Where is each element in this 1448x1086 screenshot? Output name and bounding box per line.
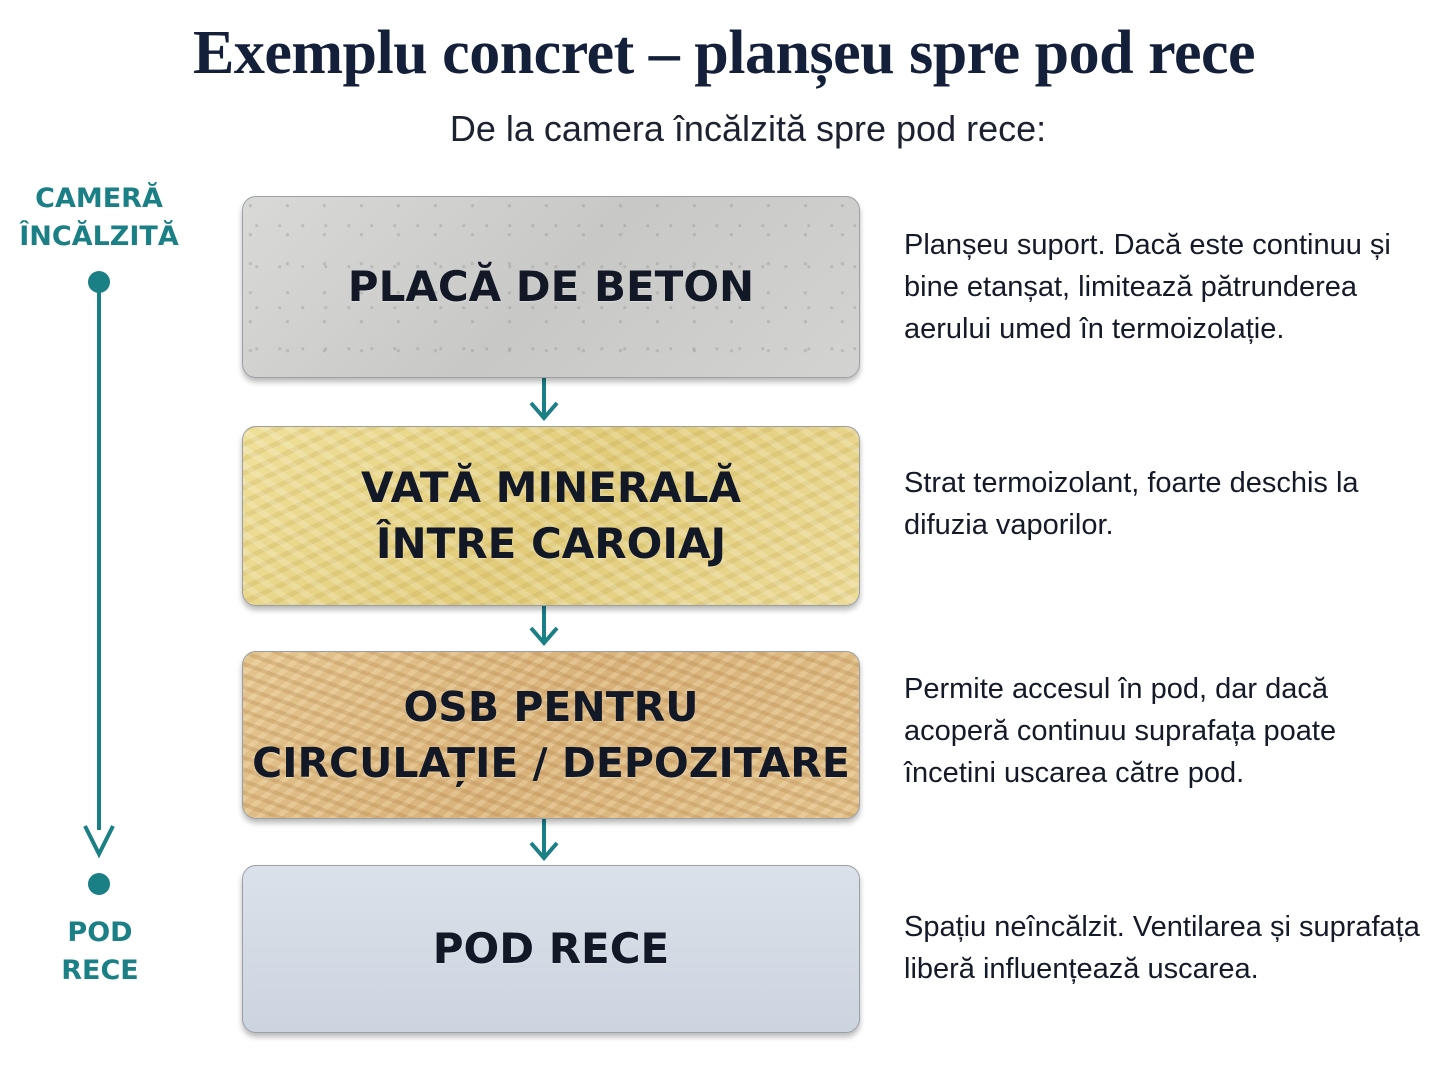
layer-osb-name: OSB PENTRU CIRCULAȚIE / DEPOZITARE bbox=[252, 683, 850, 787]
layer-concrete-slab-name: PLACĂ DE BETON bbox=[347, 262, 755, 311]
layer-mineral-wool: VATĂ MINERALĂ ÎNTRE CAROIAJ bbox=[242, 426, 860, 606]
heated-room-label-line-2: ÎNCĂLZITĂ bbox=[19, 221, 179, 252]
layer-concrete-slab: PLACĂ DE BETON bbox=[242, 196, 860, 378]
cold-attic-label-line-2: RECE bbox=[61, 955, 139, 986]
axis-end-dot bbox=[88, 873, 110, 895]
axis-arrowhead bbox=[83, 825, 115, 859]
page-subtitle: De la camera încălzită spre pod rece: bbox=[449, 108, 1047, 149]
heated-room-label-line-1: CAMERĂ bbox=[35, 183, 163, 214]
connector-arrow-3 bbox=[529, 819, 559, 862]
connector-arrow-2 bbox=[529, 606, 559, 647]
layer-mineral-wool-description: Strat termoizolant, foarte deschis la di… bbox=[904, 467, 1359, 541]
cold-attic-label: POD RECE bbox=[40, 914, 160, 990]
heated-room-label: CAMERĂ ÎNCĂLZITĂ bbox=[18, 180, 180, 256]
layer-cold-attic-name: POD RECE bbox=[432, 924, 670, 973]
cold-attic-label-line-1: POD bbox=[67, 917, 133, 948]
layer-osb-description: Permite accesul în pod, dar dacă acoperă… bbox=[904, 673, 1337, 789]
layer-concrete-slab-description: Planșeu suport. Dacă este continuu și bi… bbox=[904, 229, 1391, 345]
connector-arrow-1 bbox=[529, 378, 559, 422]
layer-cold-attic: POD RECE bbox=[242, 865, 860, 1033]
page-title: Exemplu concret – planșeu spre pod rece bbox=[192, 19, 1256, 87]
layer-osb: OSB PENTRU CIRCULAȚIE / DEPOZITARE bbox=[242, 651, 860, 819]
layer-cold-attic-description: Spațiu neîncălzit. Ventilarea și suprafa… bbox=[904, 911, 1420, 985]
layer-mineral-wool-name: VATĂ MINERALĂ ÎNTRE CAROIAJ bbox=[360, 463, 742, 568]
